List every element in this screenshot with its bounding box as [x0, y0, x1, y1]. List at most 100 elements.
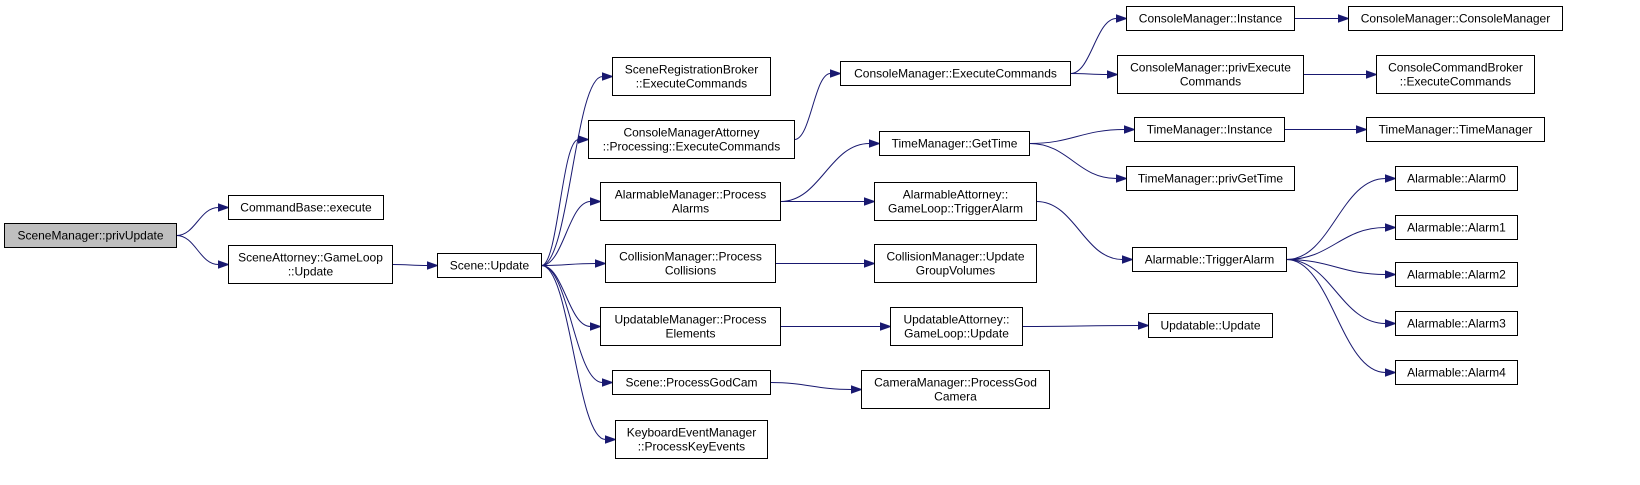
node-box [1348, 6, 1563, 31]
node-label: ::ExecuteCommands [1400, 75, 1511, 89]
node-cmaexec[interactable]: ConsoleManagerAttorney::Processing::Exec… [588, 120, 795, 159]
node-label: ConsoleManager::Instance [1139, 12, 1283, 26]
edge-sceneupd-to-collproc [541, 259, 608, 268]
node-box [1395, 166, 1518, 191]
node-uaupd[interactable]: UpdatableAttorney::GameLoop::Update [890, 307, 1023, 346]
arrowhead [427, 261, 440, 270]
node-label: TimeManager::TimeManager [1379, 123, 1533, 137]
edge-godcam-to-campgc [770, 382, 864, 394]
node-label: Alarms [672, 202, 709, 216]
node-cmdbase[interactable]: CommandBase::execute [228, 195, 384, 220]
node-label: UpdatableManager::Process [614, 313, 766, 327]
edge-line [541, 265, 603, 383]
edge-line [541, 76, 603, 266]
node-box [1395, 311, 1518, 336]
node-box [1376, 55, 1535, 94]
node-alarm2[interactable]: Alarmable::Alarm2 [1395, 262, 1518, 287]
node-godcam[interactable]: Scene::ProcessGodCam [612, 370, 771, 395]
arrowhead [1366, 70, 1379, 79]
node-aatrig[interactable]: AlarmableAttorney::GameLoop::TriggerAlar… [874, 182, 1037, 221]
node-sceneatt[interactable]: SceneAttorney::GameLoop::Update [228, 245, 393, 284]
edge-sceneupd-to-alarmproc [541, 197, 603, 266]
arrowhead [1385, 319, 1398, 328]
edge-alrtrig-to-alarm2 [1286, 259, 1398, 279]
node-alarm0[interactable]: Alarmable::Alarm0 [1395, 166, 1518, 191]
edge-line [1070, 73, 1108, 75]
edge-line [541, 265, 606, 440]
node-alarm1[interactable]: Alarmable::Alarm1 [1395, 215, 1518, 240]
node-cminst[interactable]: ConsoleManager::Instance [1126, 6, 1295, 31]
arrowhead [864, 259, 877, 268]
arrowhead [1356, 125, 1369, 134]
node-root[interactable]: SceneManager::privUpdate [4, 223, 177, 248]
node-label: TimeManager::Instance [1147, 123, 1273, 137]
arrowhead [1385, 368, 1398, 377]
node-box [615, 420, 768, 459]
node-alrtrig[interactable]: Alarmable::TriggerAlarm [1132, 247, 1287, 272]
edge-line [1029, 143, 1117, 179]
edge-alrtrig-to-alarm0 [1286, 174, 1398, 260]
node-updupd[interactable]: Updatable::Update [1148, 313, 1273, 338]
edge-alarmproc-to-tmget [780, 139, 882, 202]
node-tmctor[interactable]: TimeManager::TimeManager [1366, 117, 1545, 142]
arrowhead [869, 139, 882, 148]
nodes-layer: SceneManager::privUpdate CommandBase::exe… [4, 6, 1563, 459]
edge-sceneupd-to-godcam [541, 265, 615, 387]
arrowhead [830, 69, 843, 78]
node-label: CommandBase::execute [240, 201, 372, 215]
node-cmexec[interactable]: ConsoleManager::ExecuteCommands [840, 61, 1071, 86]
node-tmget[interactable]: TimeManager::GetTime [879, 131, 1030, 156]
edge-line [1029, 129, 1125, 144]
node-box [612, 370, 771, 395]
node-alarm3[interactable]: Alarmable::Alarm3 [1395, 311, 1518, 336]
node-tmpriv[interactable]: TimeManager::privGetTime [1126, 166, 1295, 191]
node-box [1117, 55, 1304, 94]
edge-line [541, 139, 579, 266]
node-box [1126, 6, 1295, 31]
edge-alarmproc-to-aatrig [780, 197, 877, 206]
node-box [1126, 166, 1295, 191]
edge-line [541, 263, 596, 266]
node-box [4, 223, 177, 248]
node-ccbexec[interactable]: ConsoleCommandBroker::ExecuteCommands [1376, 55, 1535, 94]
edge-line [1036, 201, 1123, 260]
edge-tminst-to-tmctor [1284, 125, 1369, 134]
arrowhead [1122, 255, 1135, 264]
node-box [437, 253, 542, 278]
node-label: SceneRegistrationBroker [625, 63, 758, 77]
node-label: Camera [934, 390, 977, 404]
node-label: SceneManager::privUpdate [17, 229, 163, 243]
arrowhead [1116, 174, 1129, 183]
node-sceneupd[interactable]: Scene::Update [437, 253, 542, 278]
node-cmctor[interactable]: ConsoleManager::ConsoleManager [1348, 6, 1563, 31]
edge-cmpriv-to-ccbexec [1303, 70, 1379, 79]
node-tminst[interactable]: TimeManager::Instance [1134, 117, 1285, 142]
edge-line [780, 143, 870, 202]
node-label: ConsoleManagerAttorney [623, 126, 759, 140]
arrowhead [590, 197, 603, 206]
edge-uaupd-to-updupd [1022, 321, 1151, 330]
node-srbexec[interactable]: SceneRegistrationBroker::ExecuteCommands [612, 57, 771, 96]
edge-line [770, 382, 852, 390]
node-box [1395, 215, 1518, 240]
node-box [879, 131, 1030, 156]
node-box [1134, 117, 1285, 142]
node-label: Alarmable::Alarm1 [1407, 221, 1506, 235]
edge-sceneupd-to-srbexec [541, 72, 615, 266]
edge-root-to-sceneatt [176, 235, 231, 269]
arrowhead [218, 203, 231, 212]
arrowhead [880, 322, 893, 331]
edge-line [1286, 259, 1386, 324]
edge-alrtrig-to-alarm4 [1286, 259, 1398, 377]
arrowhead [1107, 70, 1120, 79]
node-alarm4[interactable]: Alarmable::Alarm4 [1395, 360, 1518, 385]
node-keyev[interactable]: KeyboardEventManager::ProcessKeyEvents [615, 420, 768, 459]
edge-collproc-to-collupd [775, 259, 877, 268]
